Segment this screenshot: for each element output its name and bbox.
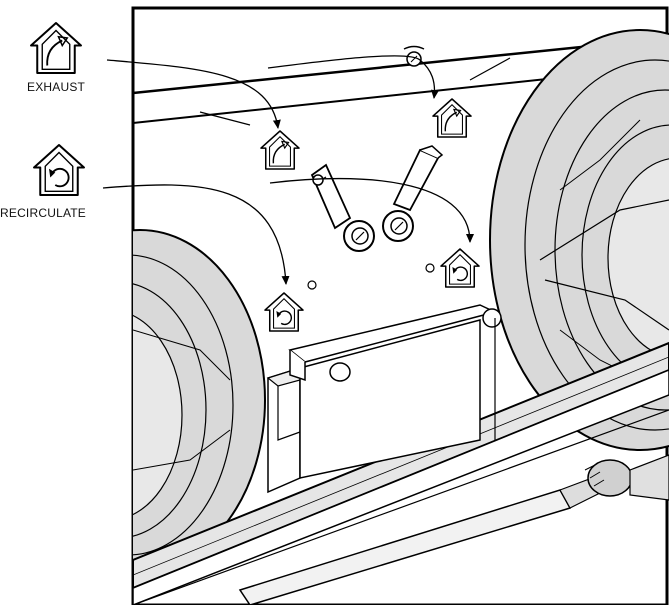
bottom-rail: [133, 341, 669, 605]
damper-motor-block: [266, 304, 502, 494]
exhaust-arrow-right: [267, 55, 439, 99]
recirculate-label: RECIRCULATE: [0, 206, 86, 220]
recirculate-legend-icon: [33, 144, 85, 196]
exhaust-arrow-left: [106, 59, 281, 129]
recirculate-house-icon: [264, 292, 304, 332]
mount-hole: [307, 280, 317, 290]
exhaust-house-icon: [432, 98, 472, 138]
damper-lever-left: [310, 163, 375, 252]
recirculate-house-icon: [440, 248, 480, 288]
lower-shaft: [238, 454, 669, 605]
damper-lever-right: [382, 145, 444, 242]
recirculate-arrow-right: [269, 177, 474, 243]
right-blower-wheel: [489, 29, 669, 451]
exhaust-legend-icon: [30, 22, 82, 74]
leader-arrows: [102, 55, 474, 285]
recirculate-arrow-left: [102, 184, 290, 285]
exhaust-label: EXHAUST: [27, 80, 86, 94]
mount-hole: [425, 263, 435, 273]
exhaust-house-icon: [260, 130, 300, 170]
left-blower-wheel: [133, 229, 266, 571]
